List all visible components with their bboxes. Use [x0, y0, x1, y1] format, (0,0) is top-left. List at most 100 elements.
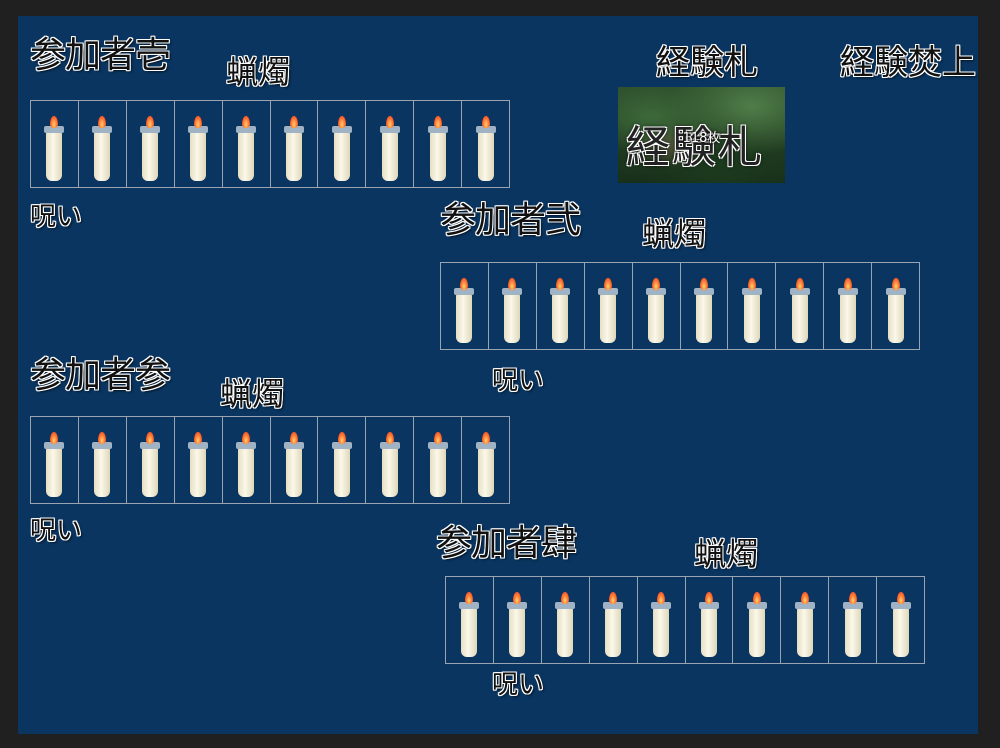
player-1-candle-row	[30, 100, 510, 188]
player-4-candle-label: 蝋燭	[694, 535, 759, 573]
candle-icon	[92, 432, 113, 498]
candle-slot[interactable]	[776, 263, 825, 349]
candle-icon	[427, 432, 448, 498]
card-title: 経験札	[626, 122, 764, 173]
candle-icon	[92, 116, 113, 182]
player-2-candle-label: 蝋燭	[642, 215, 707, 253]
player-2-curse-label: 呪い	[492, 366, 545, 396]
candle-icon	[842, 592, 863, 658]
candle-icon	[746, 592, 767, 658]
candle-slot[interactable]	[31, 101, 79, 187]
candle-icon	[885, 278, 906, 344]
candle-icon	[236, 432, 257, 498]
candle-slot[interactable]	[366, 101, 415, 187]
experience-card-deck[interactable]: 経験札 118枚	[618, 87, 785, 183]
candle-icon	[379, 116, 400, 182]
candle-icon	[236, 116, 257, 182]
player-1-candle-label: 蝋燭	[226, 53, 291, 91]
candle-icon	[598, 278, 619, 344]
experience-burn-button[interactable]: 経験焚上	[840, 43, 976, 83]
candle-slot[interactable]	[175, 417, 223, 503]
candle-icon	[890, 592, 911, 658]
candle-slot[interactable]	[590, 577, 638, 663]
candle-slot[interactable]	[686, 577, 734, 663]
candle-icon	[44, 116, 65, 182]
player-1-name: 参加者壱	[30, 35, 171, 76]
candle-icon	[454, 278, 475, 344]
player-4-curse-label: 呪い	[492, 670, 545, 700]
candle-slot[interactable]	[633, 263, 681, 349]
candle-icon	[651, 592, 672, 658]
candle-slot[interactable]	[829, 577, 878, 663]
candle-slot[interactable]	[638, 577, 686, 663]
candle-icon	[794, 592, 815, 658]
candle-icon	[789, 278, 810, 344]
candle-slot[interactable]	[733, 577, 782, 663]
candle-icon	[475, 432, 496, 498]
candle-slot[interactable]	[223, 417, 271, 503]
player-1-curse-label: 呪い	[30, 202, 83, 232]
candle-slot[interactable]	[318, 417, 367, 503]
candle-icon	[459, 592, 480, 658]
candle-icon	[502, 278, 523, 344]
candle-slot[interactable]	[79, 101, 127, 187]
candle-icon	[698, 592, 719, 658]
candle-slot[interactable]	[127, 101, 175, 187]
candle-slot[interactable]	[127, 417, 175, 503]
candle-slot[interactable]	[271, 101, 319, 187]
candle-slot[interactable]	[441, 263, 489, 349]
candle-icon	[188, 116, 209, 182]
candle-icon	[646, 278, 667, 344]
candle-icon	[427, 116, 448, 182]
player-3-name: 参加者参	[30, 355, 171, 396]
player-3-curse-label: 呪い	[30, 516, 83, 546]
candle-icon	[837, 278, 858, 344]
candle-slot[interactable]	[414, 417, 463, 503]
candle-icon	[140, 432, 161, 498]
candle-slot[interactable]	[318, 101, 367, 187]
player-4-name: 参加者肆	[436, 523, 577, 564]
player-3-candle-label: 蝋燭	[220, 375, 285, 413]
candle-slot[interactable]	[542, 577, 590, 663]
candle-slot[interactable]	[366, 417, 415, 503]
candle-slot[interactable]	[175, 101, 223, 187]
candle-slot[interactable]	[462, 417, 509, 503]
candle-slot[interactable]	[494, 577, 542, 663]
candle-icon	[603, 592, 624, 658]
candle-slot[interactable]	[728, 263, 777, 349]
candle-slot[interactable]	[223, 101, 271, 187]
candle-slot[interactable]	[489, 263, 537, 349]
candle-icon	[741, 278, 762, 344]
candle-icon	[331, 116, 352, 182]
candle-slot[interactable]	[872, 263, 919, 349]
candle-icon	[44, 432, 65, 498]
candle-slot[interactable]	[446, 577, 494, 663]
candle-slot[interactable]	[585, 263, 633, 349]
candle-slot[interactable]	[31, 417, 79, 503]
candle-slot[interactable]	[271, 417, 319, 503]
player-3-candle-row	[30, 416, 510, 504]
candle-slot[interactable]	[414, 101, 463, 187]
card-count: 118枚	[682, 131, 721, 146]
candle-slot[interactable]	[79, 417, 127, 503]
candle-icon	[507, 592, 528, 658]
candle-slot[interactable]	[877, 577, 924, 663]
candle-slot[interactable]	[781, 577, 830, 663]
player-2-candle-row	[440, 262, 920, 350]
candle-slot[interactable]	[824, 263, 873, 349]
candle-icon	[188, 432, 209, 498]
candle-icon	[331, 432, 352, 498]
candle-icon	[140, 116, 161, 182]
candle-slot[interactable]	[537, 263, 585, 349]
experience-card-header: 経験札	[656, 43, 758, 83]
candle-icon	[550, 278, 571, 344]
candle-icon	[379, 432, 400, 498]
candle-icon	[283, 116, 304, 182]
candle-slot[interactable]	[462, 101, 509, 187]
player-2-name: 参加者弐	[440, 200, 581, 241]
candle-icon	[555, 592, 576, 658]
candle-icon	[283, 432, 304, 498]
candle-slot[interactable]	[681, 263, 729, 349]
player-4-candle-row	[445, 576, 925, 664]
candle-icon	[475, 116, 496, 182]
